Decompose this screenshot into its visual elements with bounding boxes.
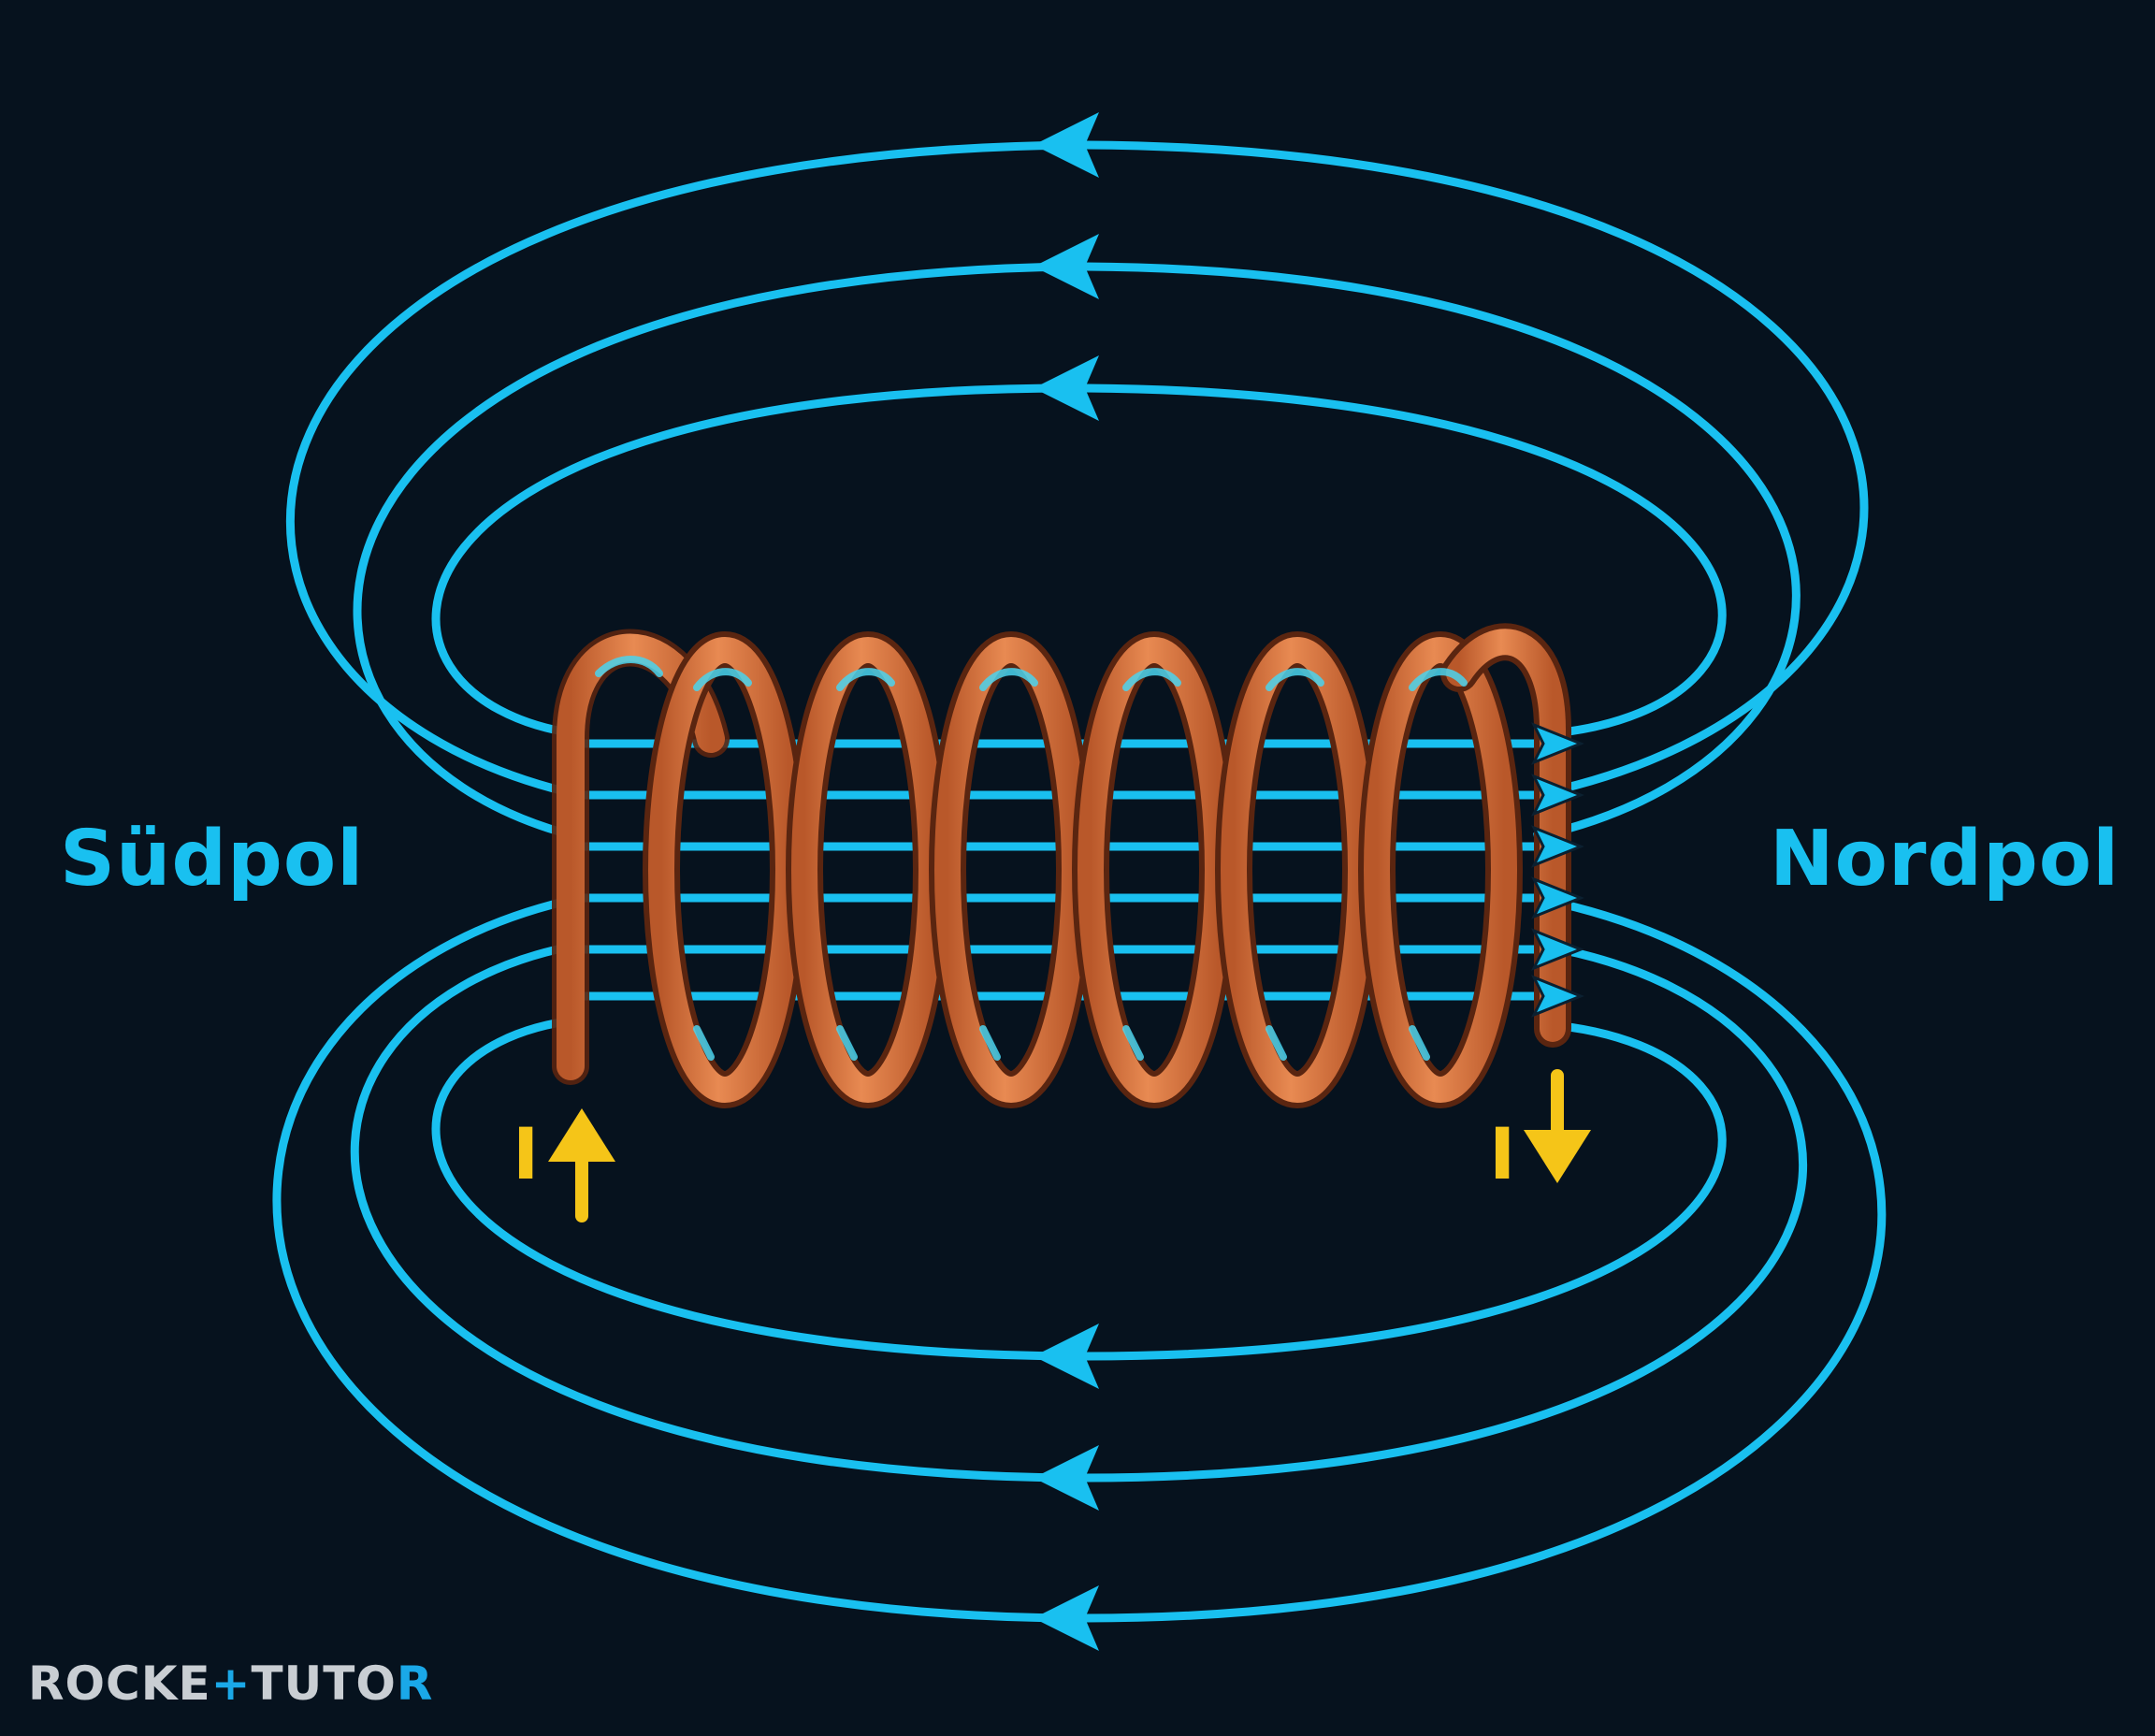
field-loop-lower-1 (431, 1015, 1727, 1361)
brand-logo: ROCKE+TUTOR (28, 1660, 433, 1707)
coil-turn-3 (929, 631, 1093, 1108)
arrowhead-icon (1530, 722, 1585, 765)
arrowhead-icon (1530, 825, 1585, 868)
logo-text-part1: ROCKE (28, 1656, 211, 1711)
field-loop-upper-2 (353, 262, 1801, 842)
arrow-down-icon (1524, 1069, 1591, 1183)
arrowhead-icon (1034, 112, 1099, 178)
current-label-left: I (513, 1112, 540, 1195)
arrowhead-icon (1530, 975, 1585, 1018)
coil-turn-6 (1358, 631, 1523, 1108)
logo-text-part3: R (396, 1656, 434, 1711)
field-loop-lower-2 (350, 940, 1808, 1483)
arrow-up-icon (548, 1108, 615, 1222)
arrowhead-icon (1034, 355, 1099, 421)
current-arrows (548, 1069, 1591, 1222)
north-pole-label: Nordpol (1770, 815, 2120, 904)
arrowhead-icon (1530, 876, 1585, 919)
current-label-right: I (1489, 1112, 1516, 1195)
logo-text-part2: TUTO (251, 1656, 397, 1711)
field-loop-upper-1 (286, 140, 1869, 800)
south-pole-label: Südpol (60, 815, 365, 904)
coil-turn-4 (1072, 631, 1237, 1108)
coil-turns (643, 631, 1523, 1108)
coil-turn-1 (643, 631, 807, 1108)
exit-arrowheads (1530, 722, 1585, 1018)
coil-lead-right (1446, 629, 1566, 1042)
solenoid-coil (552, 623, 1571, 1108)
field-lines (272, 140, 1887, 1623)
logo-plus-mark: + (210, 1656, 252, 1711)
arrowhead-icon (1530, 774, 1585, 817)
arrowhead-icon (1034, 1445, 1099, 1511)
coil-turn-5 (1215, 631, 1380, 1108)
coil-turn-2 (786, 631, 950, 1108)
arrowhead-icon (1034, 1585, 1099, 1651)
field-loop-lower-3 (272, 893, 1887, 1623)
arrowhead-icon (1530, 928, 1585, 971)
field-arrowheads (1034, 112, 1099, 1651)
coil-highlights (595, 656, 1468, 1061)
arrowhead-icon (1034, 234, 1099, 299)
arrowhead-icon (1034, 1324, 1099, 1389)
